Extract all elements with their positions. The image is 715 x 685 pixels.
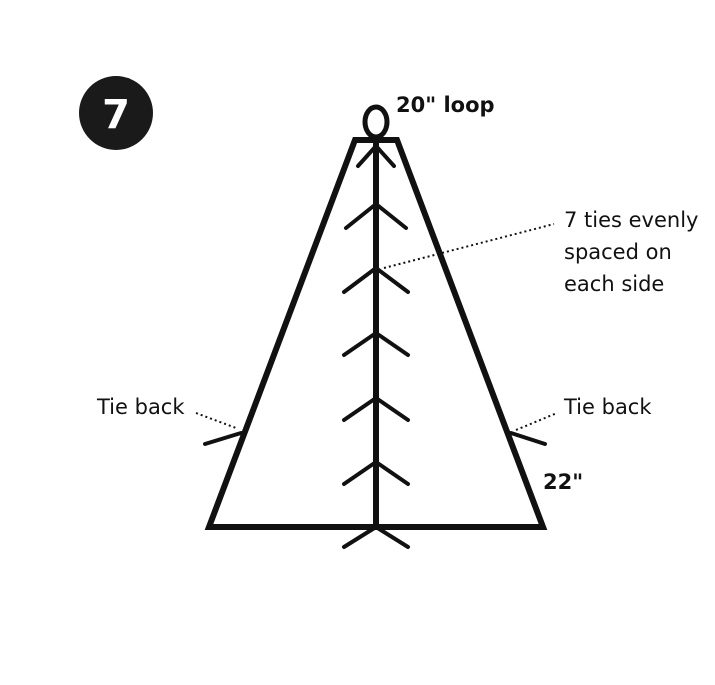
loop-label: 20" loop <box>396 93 495 117</box>
tie-back-right-label: Tie back <box>563 395 652 419</box>
tie-7 <box>342 525 410 549</box>
tie-back-left-leader <box>195 412 237 429</box>
ties-group <box>342 144 410 549</box>
hanging-loop <box>362 104 390 140</box>
ties-label-line1: 7 ties evenly <box>564 208 698 232</box>
side-length-label: 22" <box>543 470 583 494</box>
step-badge-circle <box>79 76 153 150</box>
ties-label-line3: each side <box>564 272 664 296</box>
tie-5 <box>342 396 410 422</box>
tie-back-right-stub <box>509 431 547 446</box>
tie-back-left-label: Tie back <box>96 395 185 419</box>
tree-outline <box>204 137 548 530</box>
ties-leader-line <box>383 223 555 269</box>
tie-6 <box>342 460 410 486</box>
tie-back-left-stub <box>203 431 243 446</box>
tie-2 <box>344 202 408 230</box>
step-badge: 7 <box>79 76 153 150</box>
ties-label-line2: spaced on <box>564 240 672 264</box>
tie-1 <box>356 144 396 168</box>
tie-3 <box>342 266 410 294</box>
tie-4 <box>342 331 410 357</box>
step-number: 7 <box>102 92 130 138</box>
tie-back-right-leader <box>515 412 558 431</box>
